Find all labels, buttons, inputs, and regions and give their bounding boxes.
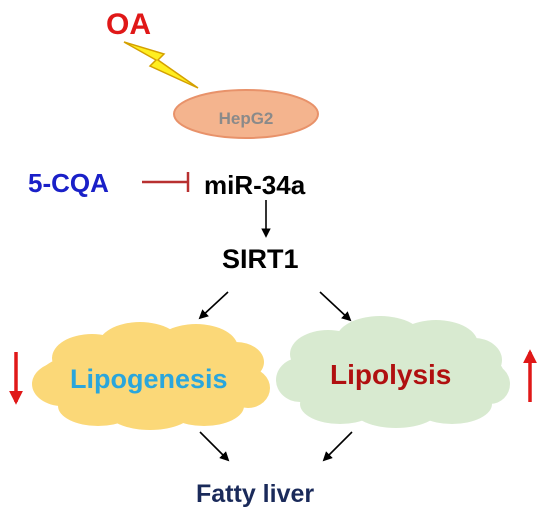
mir-34a-label: miR-34a [204, 170, 306, 200]
arrow-lipolysis-to-fatty-liver [322, 431, 353, 462]
arrow-sirt1-to-lipolysis [319, 291, 352, 322]
lipogenesis-label: Lipogenesis [70, 364, 228, 394]
lipolysis-label: Lipolysis [330, 359, 452, 390]
arrow-lipogenesis-to-fatty-liver [199, 431, 230, 462]
hepg2-label: HepG2 [218, 109, 274, 128]
lipogenesis-cloud-shape [32, 322, 270, 430]
lightning-bolt-icon [123, 41, 199, 89]
hepg2-cell-shape [173, 89, 319, 139]
lipolysis-cloud-shape [276, 316, 510, 428]
inhibition-line [142, 172, 190, 192]
oa-label: OA [106, 8, 151, 41]
5-cqa-label: 5-CQA [28, 168, 109, 198]
arrow-sirt1-to-lipogenesis [198, 291, 229, 320]
sirt1-label: SIRT1 [222, 244, 299, 274]
fatty-liver-label: Fatty liver [196, 480, 315, 508]
